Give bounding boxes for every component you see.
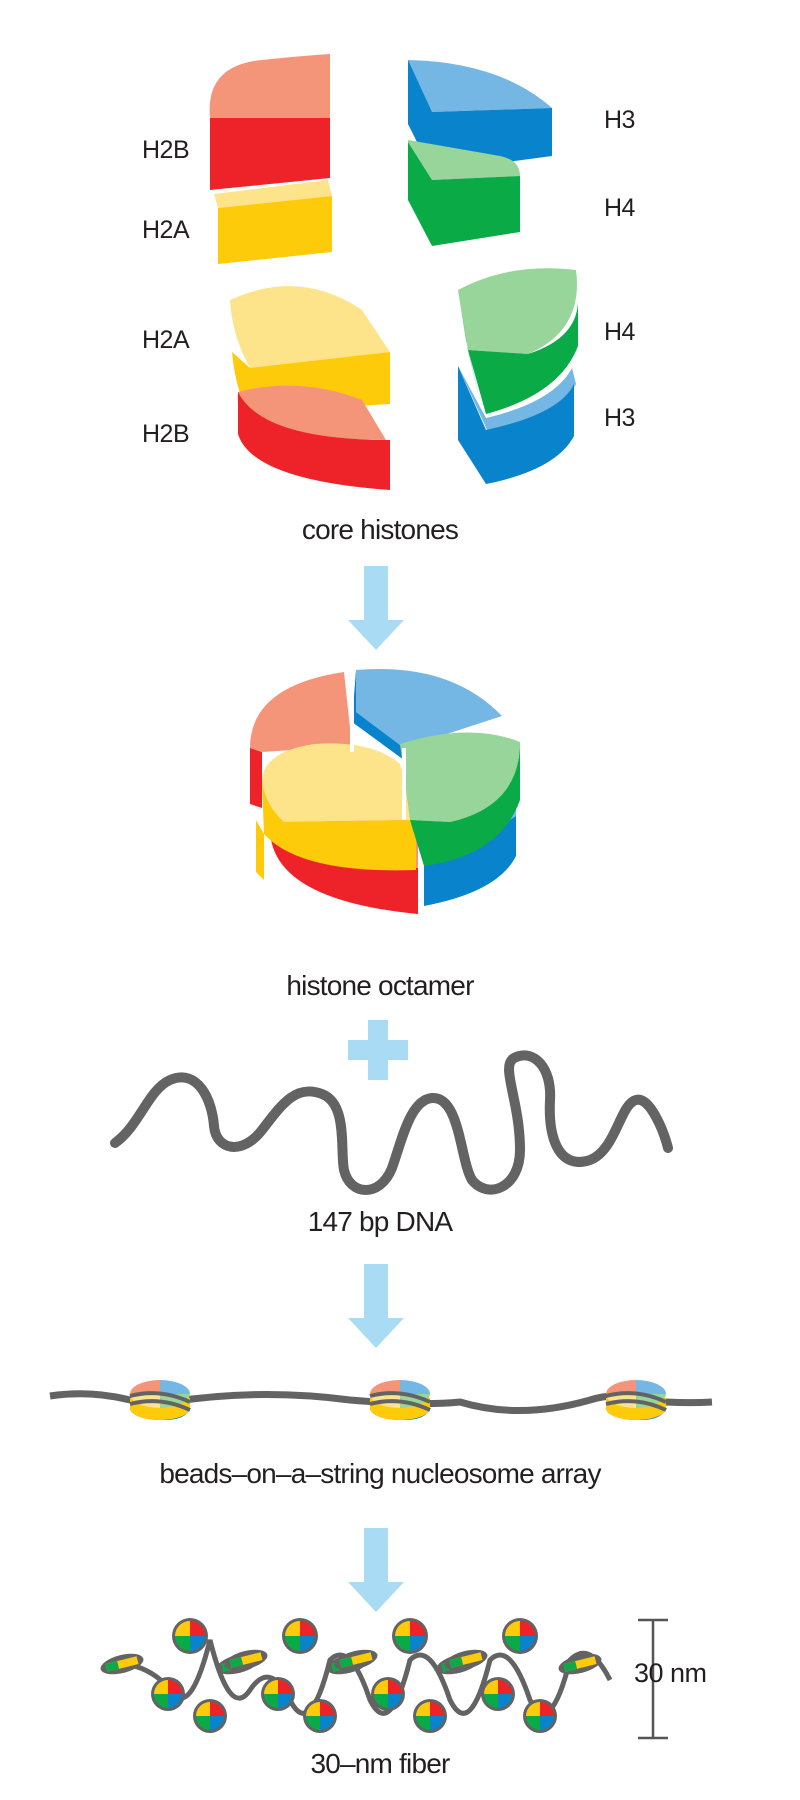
- fiber-nucleosome-side: [100, 1653, 144, 1675]
- fiber-nucleosome: [261, 1677, 295, 1711]
- fiber-nucleosome: [151, 1677, 185, 1711]
- nucleosome-bead: [605, 1380, 667, 1420]
- caption-30nm-fiber: 30–nm fiber: [310, 1748, 450, 1779]
- label-h3-lower: H3: [604, 404, 635, 432]
- nucleosome-array: [49, 1380, 713, 1420]
- label-h2b-lower: H2B: [142, 420, 190, 448]
- fiber-nucleosome: [523, 1699, 557, 1733]
- label-h4-lower: H4: [604, 318, 635, 346]
- histone-octamer: [250, 668, 520, 914]
- label-h2b-upper: H2B: [142, 136, 190, 164]
- scale-label: 30 nm: [634, 1658, 707, 1688]
- nucleosome-bead: [369, 1380, 431, 1420]
- histone-h2a-block-upper: [214, 180, 332, 264]
- plus-icon: [348, 1020, 408, 1080]
- histone-h4-block-upper: [408, 140, 520, 246]
- label-h3-upper: H3: [604, 106, 635, 134]
- scale-bar: [638, 1618, 668, 1740]
- fiber-nucleosome-side: [224, 1649, 268, 1671]
- down-arrow-icon: [348, 566, 404, 650]
- fiber-nucleosome: [172, 1618, 208, 1654]
- fiber-nucleosome-side: [334, 1649, 378, 1671]
- histone-h3-block-lower: [458, 366, 576, 484]
- fiber-nucleosome-side: [444, 1649, 488, 1671]
- fiber-nucleosome: [371, 1677, 405, 1711]
- caption-histone-octamer: histone octamer: [286, 970, 474, 1001]
- histone-h4-block-lower: [458, 268, 578, 414]
- label-h4-upper: H4: [604, 194, 635, 222]
- caption-dna: 147 bp DNA: [307, 1206, 453, 1237]
- caption-nucleosome-array: beads–on–a–string nucleosome array: [159, 1458, 601, 1489]
- down-arrow-icon: [348, 1264, 404, 1348]
- core-histones: [209, 54, 578, 490]
- down-arrow-icon: [348, 1528, 404, 1612]
- histone-h2b-block-lower: [237, 385, 390, 490]
- fiber-nucleosome: [392, 1618, 428, 1654]
- caption-core-histones: core histones: [301, 514, 459, 545]
- label-h2a-lower: H2A: [142, 326, 190, 354]
- fiber-nucleosome: [282, 1618, 318, 1654]
- fiber-nucleosome: [193, 1699, 227, 1733]
- histone-h2b-block-upper: [209, 54, 330, 190]
- 30nm-fiber: [100, 1618, 613, 1733]
- fiber-nucleosome: [481, 1677, 515, 1711]
- fiber-nucleosome: [502, 1618, 538, 1654]
- label-h2a-upper: H2A: [142, 216, 190, 244]
- dna-strand: [110, 1050, 673, 1195]
- fiber-nucleosome: [413, 1699, 447, 1733]
- fiber-nucleosome: [303, 1699, 337, 1733]
- nucleosome-bead: [129, 1380, 191, 1420]
- fiber-nucleosome-side: [558, 1653, 602, 1675]
